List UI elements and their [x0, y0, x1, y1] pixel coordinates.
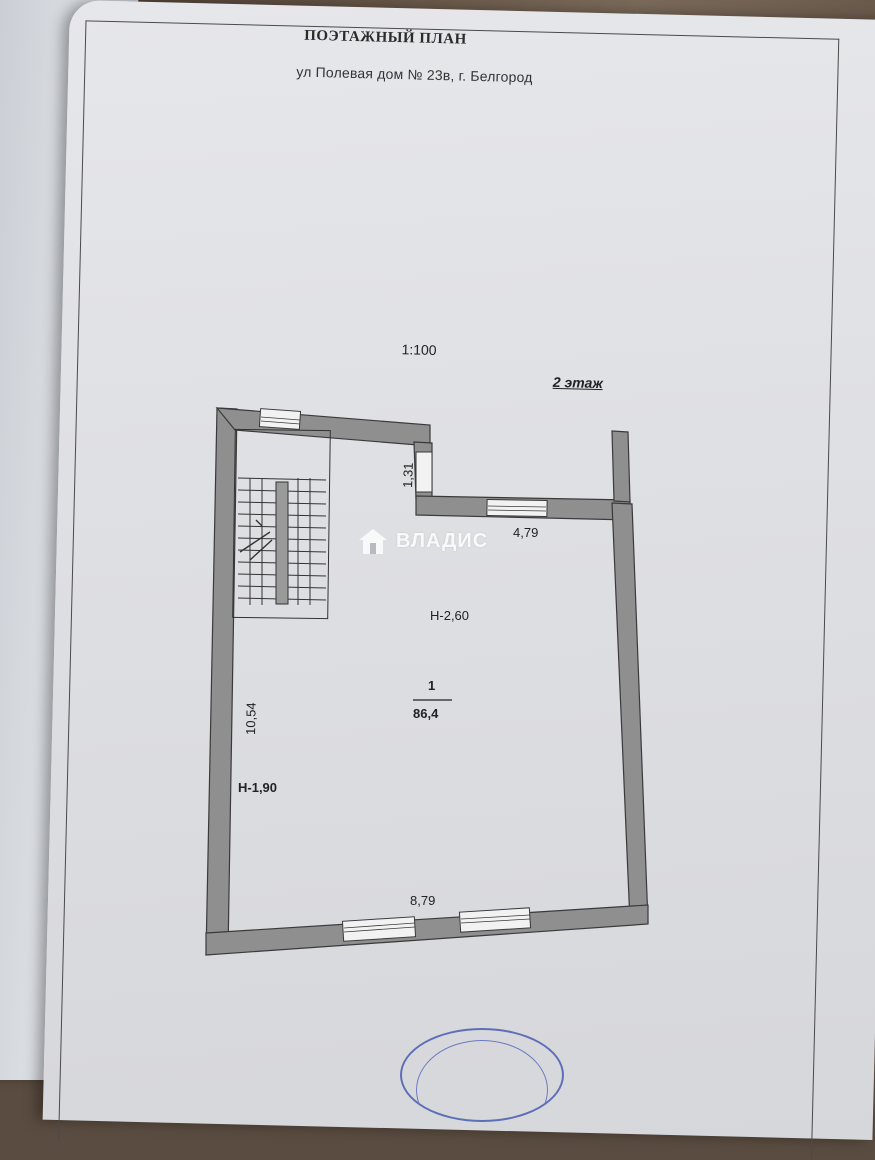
notch-opening: [415, 451, 433, 493]
wall-bottom: [205, 904, 649, 956]
height-main: H-2,60: [430, 608, 469, 623]
stair-arrows: [239, 519, 273, 561]
seal-inner-ring: [416, 1040, 548, 1120]
window-lines: [260, 416, 547, 933]
watermark: ВЛАДИС: [356, 526, 488, 556]
stair-well: [275, 481, 289, 605]
staircase: [232, 428, 331, 620]
window-upper-right: [486, 498, 548, 518]
window-bottom-left: [341, 916, 417, 942]
wall-top: [215, 407, 431, 447]
windows: [258, 408, 548, 942]
wall-right-stub: [611, 430, 631, 503]
height-left: H-1,90: [238, 780, 277, 795]
window-top: [258, 408, 302, 430]
stair-enclosure: [232, 428, 331, 620]
floor-plan: 1,31 4,79 H-2,60 1 86,4 10,54 H-1,90 8,7…: [205, 407, 649, 956]
house-icon: [359, 529, 387, 554]
watermark-text: ВЛАДИС: [396, 529, 489, 552]
dimension-bottom-width: 8,79: [410, 893, 435, 908]
dimension-small-height: 1,31: [400, 462, 416, 488]
window-bottom-right: [458, 907, 532, 933]
dimension-top-width: 4,79: [513, 525, 538, 540]
seal-stamp: [400, 1028, 564, 1122]
room-number: 1: [428, 678, 435, 693]
dimension-left-length: 10,54: [243, 702, 259, 735]
wall-left: [205, 407, 238, 956]
wall-right: [611, 502, 649, 923]
room-area: 86,4: [413, 706, 439, 721]
stair-treads: [237, 477, 327, 605]
